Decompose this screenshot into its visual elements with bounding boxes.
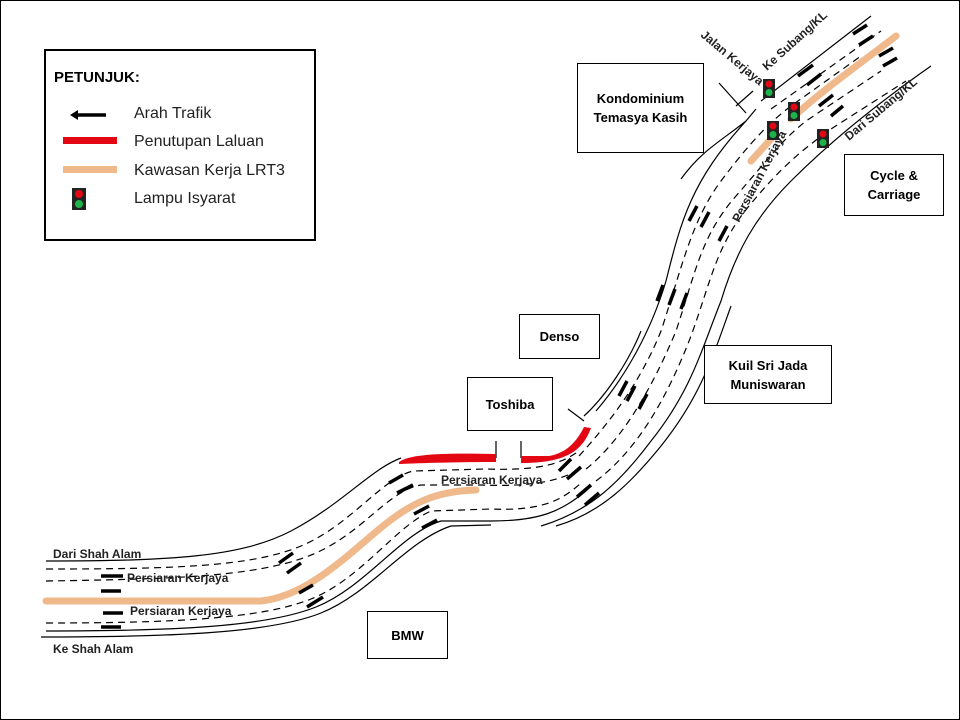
road-closure — [399, 453, 496, 464]
building-kuil: Kuil Sri Jada Muniswaran — [704, 345, 832, 404]
legend-item-lrt3-work-zone: Kawasan Kerja LRT3 — [46, 160, 306, 182]
road-label-persiaran-kerjaya: Persiaran Kerjaya — [127, 571, 229, 585]
building-denso: Denso — [519, 314, 600, 359]
traffic-arrow — [285, 561, 303, 575]
building-label: Denso — [539, 329, 580, 344]
traffic-arrow — [298, 583, 314, 595]
arrow-left-icon — [70, 110, 106, 120]
building-bmw: BMW — [367, 611, 448, 659]
traffic-arrow — [717, 225, 729, 242]
traffic-arrow — [679, 292, 689, 310]
road-label-jalan-kerjaya: Jalan Kerjaya — [698, 28, 767, 89]
lane-line — [45, 468, 580, 582]
road-edge — [595, 108, 757, 412]
road-edge — [45, 457, 402, 562]
legend-item-traffic-direction: Arah Trafik — [46, 103, 306, 125]
road-edge — [760, 15, 872, 102]
road-edge — [490, 490, 587, 522]
traffic-light-icon — [767, 121, 779, 140]
traffic-light-icon — [788, 102, 800, 121]
building-label: BMW — [391, 627, 424, 643]
traffic-arrows — [101, 23, 898, 629]
building-label: Kondominium Temasya Kasih — [593, 91, 688, 125]
traffic-arrow — [583, 491, 601, 507]
traffic-arrow — [817, 93, 835, 108]
legend-label: Lampu Isyarat — [134, 190, 236, 207]
traffic-arrow — [852, 23, 868, 36]
lane-line — [45, 452, 577, 570]
building-label: Cycle & Carriage — [867, 168, 921, 202]
road-edge — [735, 90, 754, 107]
legend-label: Penutupan Laluan — [134, 133, 264, 150]
road-edge — [680, 120, 747, 180]
road-edge — [540, 65, 932, 527]
building-cycle-carriage: Cycle & Carriage — [844, 154, 944, 216]
traffic-arrow — [421, 518, 438, 530]
traffic-arrow — [858, 34, 874, 47]
traffic-arrow — [557, 457, 573, 473]
traffic-arrow — [687, 205, 699, 222]
traffic-light-icon — [817, 129, 829, 148]
road-label-ke-subang: Ke Subang/KL — [760, 8, 830, 73]
traffic-arrow — [699, 211, 711, 228]
traffic-arrow — [565, 465, 583, 481]
traffic-light-icon — [72, 188, 86, 210]
legend-title: PETUNJUK: — [54, 69, 140, 86]
legend-label: Arah Trafik — [134, 105, 212, 122]
traffic-arrow — [882, 56, 898, 68]
legend-label: Kawasan Kerja LRT3 — [134, 162, 285, 179]
traffic-arrow — [667, 288, 677, 306]
road-edge — [567, 408, 585, 422]
traffic-arrow — [396, 483, 414, 495]
legend: PETUNJUK: Arah Trafik Penutupan Laluan K… — [44, 49, 316, 241]
building-label: Kuil Sri Jada Muniswaran — [728, 357, 808, 392]
traffic-arrow — [637, 393, 649, 410]
road-label-ke-shah-alam: Ke Shah Alam — [53, 642, 133, 656]
road-label-dari-subang: Dari Subang/KL — [842, 75, 920, 144]
lane-line — [585, 70, 882, 470]
lrt3-work-zone — [42, 486, 480, 605]
road-edge — [718, 82, 747, 114]
traffic-arrow — [829, 104, 845, 118]
building-label: Toshiba — [485, 396, 535, 412]
lrt3-work-zone — [747, 135, 775, 165]
lrt3-work-zone — [787, 32, 900, 123]
traffic-arrow — [277, 551, 295, 565]
traffic-arrow — [805, 72, 823, 87]
legend-item-road-closure: Penutupan Laluan — [46, 131, 306, 153]
lrt3-swatch — [63, 166, 117, 173]
traffic-light-icon — [763, 79, 775, 98]
closure-swatch — [63, 137, 117, 144]
road-label-persiaran-kerjaya: Persiaran Kerjaya — [441, 473, 543, 487]
road-label-dari-shah-alam: Dari Shah Alam — [53, 547, 141, 561]
road-edge — [40, 524, 492, 638]
building-kondominium: Kondominium Temasya Kasih — [577, 63, 704, 153]
lane-line — [595, 80, 907, 482]
road-closure — [521, 427, 591, 463]
traffic-arrow — [413, 504, 430, 516]
traffic-arrow — [388, 473, 404, 485]
traffic-arrow — [796, 63, 815, 78]
lane-line — [578, 55, 862, 457]
traffic-arrow — [617, 380, 629, 397]
lane-line — [45, 482, 582, 624]
traffic-lights — [763, 79, 829, 148]
road-label-persiaran-kerjaya: Persiaran Kerjaya — [130, 604, 232, 618]
traffic-arrow — [625, 385, 637, 402]
legend-item-traffic-light: Lampu Isyarat — [46, 188, 306, 210]
road-edge — [45, 520, 491, 632]
road-label-persiaran-kerjaya: Persiaran Kerjaya — [729, 128, 789, 224]
traffic-arrow — [575, 483, 593, 499]
building-toshiba: Toshiba — [467, 377, 553, 431]
traffic-arrow — [878, 46, 894, 58]
traffic-arrow — [655, 284, 665, 302]
road-edge — [583, 330, 642, 417]
traffic-arrow — [306, 595, 324, 609]
